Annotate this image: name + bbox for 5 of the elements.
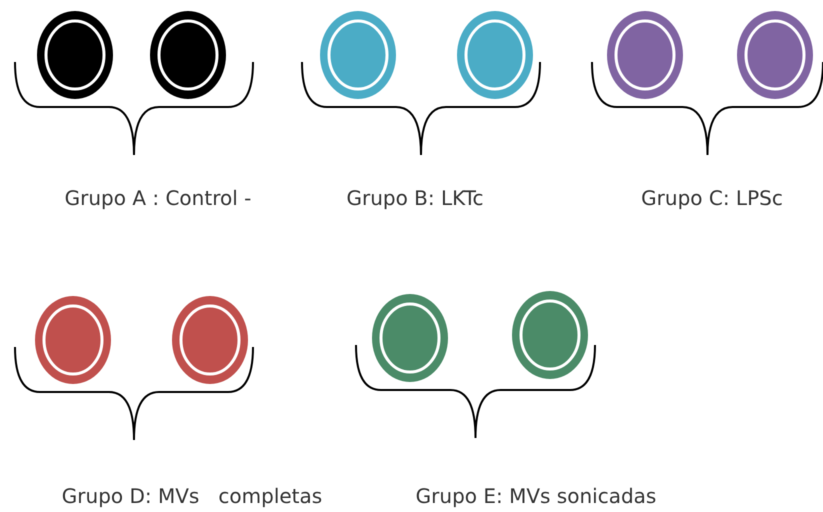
group-label: Grupo A : Control -	[64, 186, 252, 210]
group-label: Grupo C: LPSc	[641, 186, 783, 210]
group-label: Grupo B: LKTc	[346, 186, 484, 210]
group-label: Grupo E: MVs sonicadas	[416, 484, 656, 508]
group-label: Grupo D: MVs completas	[62, 484, 322, 508]
